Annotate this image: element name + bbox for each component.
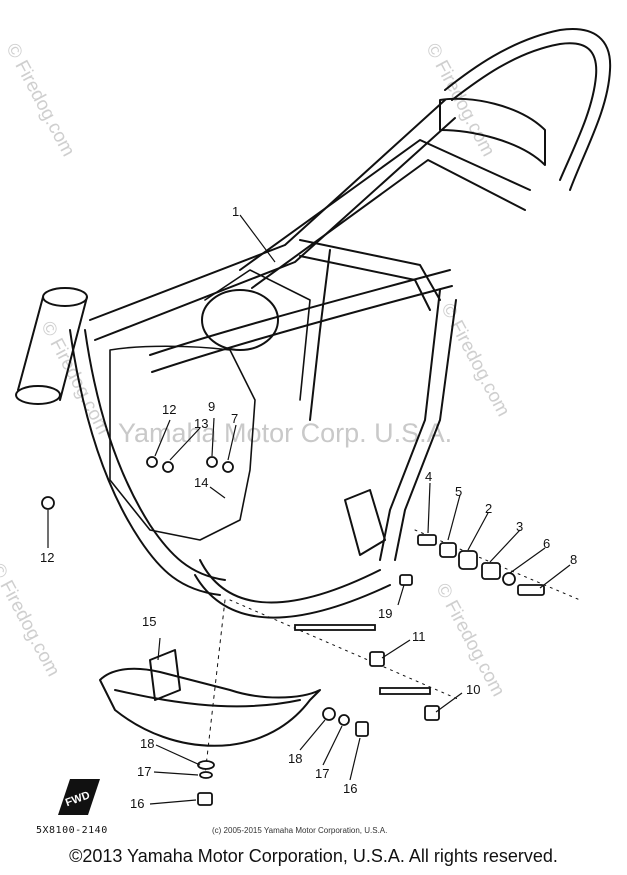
part-10-head: [424, 705, 440, 721]
callout-15: 15: [142, 614, 157, 629]
callout-13: 13: [194, 416, 209, 431]
rear-bracket: [439, 97, 546, 166]
callout-5: 5: [455, 484, 463, 499]
part-12-nut: [41, 496, 55, 510]
part-16-bolt-r: [355, 721, 369, 737]
callout-3: 3: [516, 519, 524, 534]
engine-guard-inner: [114, 689, 301, 708]
part-17-lockwasher-r: [338, 714, 350, 726]
part-11-head: [369, 651, 385, 667]
small-copyright: (c) 2005-2015 Yamaha Motor Corporation, …: [212, 826, 388, 835]
head-pipe-body: [17, 296, 88, 401]
rear-loop-inner: [451, 42, 598, 181]
callout-8: 8: [570, 552, 578, 567]
callout-14: 14: [194, 475, 209, 490]
front-down-tube-2: [84, 329, 226, 581]
backbone-tube-2: [251, 159, 526, 289]
part-12-nut-upper: [146, 456, 158, 468]
pivot-bolt-line: [414, 529, 581, 601]
pivot-bracket: [344, 489, 386, 556]
callout-17-left: 17: [137, 764, 152, 779]
part-8-bolt: [517, 584, 545, 596]
callout-17-right: 17: [315, 766, 330, 781]
callout-18-left: 18: [140, 736, 155, 751]
part-10-bolt: [379, 687, 431, 695]
part-13-washer: [162, 461, 174, 473]
guard-bracket: [149, 649, 181, 701]
callout-11: 11: [412, 629, 426, 644]
rear-loop-outer: [444, 28, 612, 191]
engine-plate: [109, 345, 256, 541]
part-16-bolt-l: [197, 792, 213, 806]
lower-cradle-2: [194, 574, 391, 619]
engine-guard: [99, 667, 321, 747]
cross-tube-2: [299, 255, 431, 311]
callout-6: 6: [543, 536, 551, 551]
lower-cradle: [199, 559, 381, 604]
head-pipe-bottom: [15, 385, 61, 405]
fwd-arrow-icon: FWD: [58, 779, 100, 815]
callout-12-lower: 12: [40, 550, 55, 565]
callout-19: 19: [378, 606, 393, 621]
part-18-washer-l: [197, 760, 215, 770]
guard-bolt-line: [204, 599, 226, 776]
upper-main-tube-2: [94, 117, 456, 341]
callout-18-right: 18: [288, 751, 303, 766]
engine-bolt-line: [229, 599, 461, 701]
part-4-collar: [417, 534, 437, 546]
callout-7: 7: [231, 411, 239, 426]
part-2-bush: [458, 550, 478, 570]
callout-10: 10: [466, 682, 481, 697]
part-5-bushing: [439, 542, 457, 558]
callout-2: 2: [485, 501, 493, 516]
part-17-lockwasher-l: [199, 771, 213, 779]
front-down-tube: [69, 329, 221, 596]
part-19-cap: [399, 574, 413, 586]
part-9-nut: [206, 456, 218, 468]
right-down-tube: [379, 289, 441, 561]
seat-rail: [149, 269, 451, 356]
callout-16-left: 16: [130, 796, 145, 811]
part-18-washer-r: [322, 707, 336, 721]
part-11-long-bolt: [294, 624, 376, 631]
upper-main-tube: [89, 99, 446, 321]
airbox-body: [204, 269, 311, 401]
head-pipe-top: [42, 287, 88, 307]
airbox-ring: [201, 289, 279, 351]
cross-tube: [299, 239, 441, 301]
callout-16-right: 16: [343, 781, 358, 796]
backbone-tube: [239, 139, 531, 271]
callout-4: 4: [425, 469, 433, 484]
part-6-washer: [502, 572, 516, 586]
part-3-collar: [481, 562, 501, 580]
part-code: 5X8100-2140: [36, 825, 108, 836]
right-down-tube-2: [394, 299, 457, 561]
seat-rail-2: [151, 285, 453, 373]
footer-copyright: ©2013 Yamaha Motor Corporation, U.S.A. A…: [69, 846, 558, 866]
callout-12-upper: 12: [162, 402, 177, 417]
callout-9: 9: [208, 399, 216, 414]
part-7-collar: [222, 461, 234, 473]
callout-1: 1: [232, 204, 240, 219]
watermark-yamaha: Yamaha Motor Corp. U.S.A.: [118, 418, 453, 448]
left-down-tube: [309, 249, 331, 421]
